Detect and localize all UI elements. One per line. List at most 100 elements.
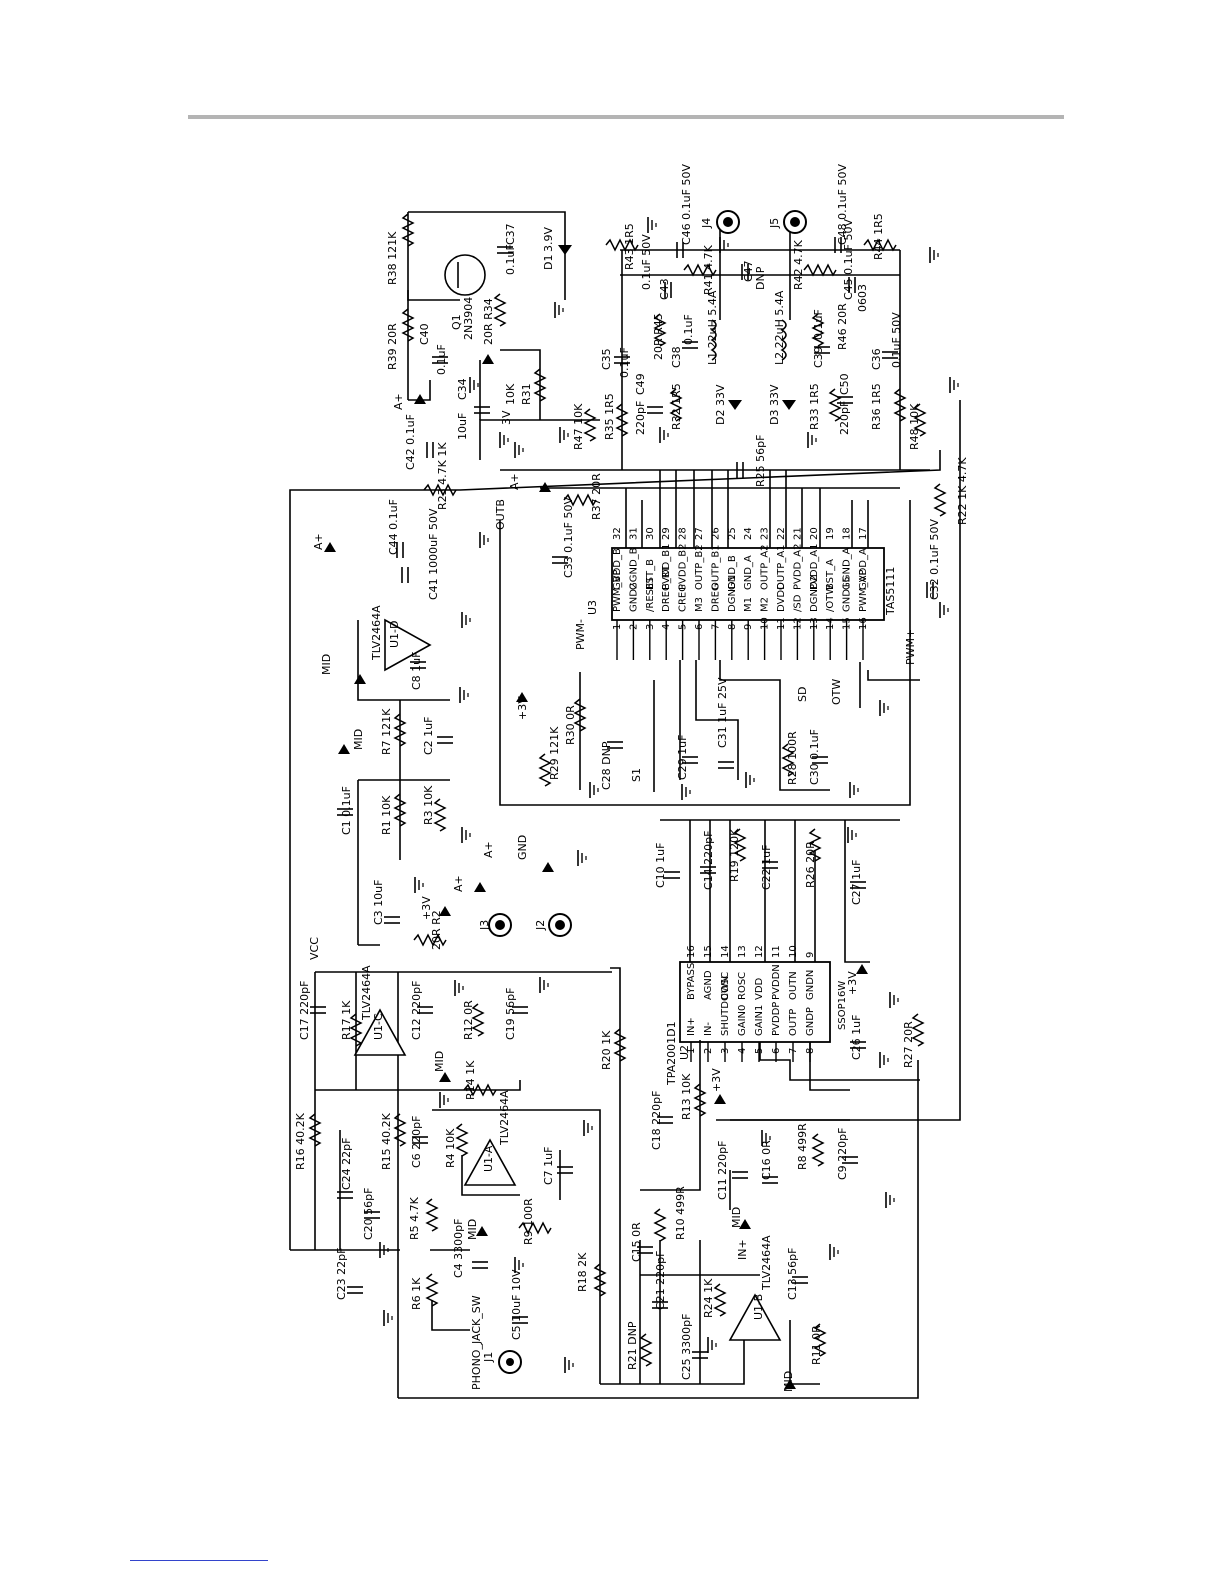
lbl-c13: C13 56pF (786, 1248, 799, 1300)
u2-pin-num: 9 (805, 952, 816, 958)
lbl-c5: C5 10uF 10V (510, 1269, 523, 1340)
lbl-s1: S1 (630, 768, 643, 782)
lbl-c14: C14 220pF (702, 831, 715, 890)
u1a-opamp (463, 1138, 517, 1186)
lbl-c34v: 10uF (456, 413, 469, 440)
u3-pin-right-21: PVDD_A2 (792, 544, 803, 590)
lbl-a-plus-rail: A+ (508, 473, 521, 490)
lbl-r6: R6 1K (410, 1277, 423, 1310)
lbl-c40v: 0.1uF (435, 344, 448, 375)
resistor-symbol (933, 483, 947, 517)
lbl-r23: R23 4.7K 1K (436, 442, 449, 510)
lbl-tlv-b: TLV2464A (760, 1235, 773, 1291)
lbl-c30: C30 0.1uF (808, 729, 821, 785)
u2-pin-right-5: GAIN1 (754, 1005, 765, 1036)
resistor-symbol (593, 1263, 607, 1297)
u3-pin-right-23: OUTP_A2 (760, 544, 771, 590)
footer-link-underline[interactable] (130, 1560, 268, 1561)
u1d-opamp (384, 618, 432, 672)
lbl-c39v: 0.1uF (812, 309, 825, 340)
u3-pin-num: 21 (792, 527, 803, 540)
lbl-c45: C45 0.1uF 50V (842, 219, 855, 300)
lbl-c17: C17 220pF (298, 981, 311, 1040)
u2-package: SSOP16W (837, 981, 848, 1030)
resistor-symbol (455, 1123, 469, 1157)
header-rule (188, 115, 1064, 119)
u3-pin-right-26: OUTP_B1 (710, 544, 721, 590)
lbl-c46: C46 0.1uF 50V (680, 164, 693, 245)
lbl-u1a: U1-A (482, 1145, 495, 1172)
lbl-r21: R21 DNP (626, 1321, 639, 1370)
u3-pin-left-5: CREG (678, 584, 689, 612)
resistor-symbol (713, 1283, 727, 1317)
lbl-d1v: 3.9V (542, 227, 555, 252)
lbl-c33: C33 0.1uF 50V (562, 497, 575, 578)
supply-arrow (542, 862, 554, 872)
lbl-r32: R32 1R5 (670, 383, 683, 430)
u3-pin-left-7: DREG (710, 583, 721, 612)
lbl-d1: D1 (542, 255, 555, 270)
lbl-c10: C10 1uF (654, 843, 667, 888)
lbl-r8: R8 499R (796, 1123, 809, 1170)
resistor-symbol (463, 1083, 497, 1097)
lbl-r1: R1 10K (380, 795, 393, 835)
lbl-r31: R31 (520, 383, 533, 405)
lbl-r16: R16 40.2K (294, 1112, 307, 1170)
lbl-r19: R19 120K (728, 828, 741, 882)
lbl-c23: C23 22pF (335, 1248, 348, 1300)
lbl-r35: R35 1R5 (603, 393, 616, 440)
u3-pin-left-13: DGND2 (809, 575, 820, 612)
u2-pin-num: 11 (771, 945, 782, 958)
lbl-c7: C7 1uF (542, 1147, 555, 1185)
lbl-r47: R47 10K (572, 403, 585, 450)
supply-arrow (476, 1226, 488, 1236)
u3-pin-left-8: DGND1 (727, 575, 738, 612)
lbl-3v: 3V (500, 410, 513, 425)
lbl-c35v: 0.1uF (618, 347, 631, 378)
resistor-symbol (781, 743, 795, 777)
lbl-r42: R42 4.7K (792, 239, 805, 290)
u2-pin-right-7: OUTP (788, 1009, 799, 1036)
resistor-symbol (401, 213, 415, 247)
u3-pin-num: 19 (825, 527, 836, 540)
resistor-symbol (433, 798, 447, 832)
u1c-opamp (353, 1008, 407, 1056)
lbl-l1: L1 22uH 5.4A (706, 290, 719, 365)
supply-arrow (516, 692, 528, 702)
lbl-c32: C32 0.1uF 50V (928, 519, 941, 600)
lbl-r2: 20R R2 (430, 910, 443, 950)
lbl-r28: R28 100R (786, 731, 799, 785)
u3-pin-right-27: OUTP_B2 (694, 544, 705, 590)
supply-arrow (414, 394, 426, 404)
lbl-j2: J2 (534, 920, 547, 931)
u3-pin-num: 23 (760, 527, 771, 540)
u3-pin-num: 30 (645, 527, 656, 540)
lbl-c39: C39 (812, 346, 825, 368)
resistor-symbol (863, 238, 897, 252)
lbl-q1: Q1 (450, 314, 463, 330)
resistor-symbol (693, 1083, 707, 1117)
lbl-pwmm: PWM- (574, 619, 587, 650)
u3-pin-right-17: GVDD_A (858, 548, 869, 590)
u3-pin-left-16: PWM_AP (858, 570, 869, 612)
lbl-r22: R22 1K 4.7K (956, 457, 969, 525)
resistor-symbol (393, 713, 407, 747)
lbl-c24: C24 22pF (340, 1138, 353, 1190)
l2-inductor (780, 319, 787, 361)
u3-pin-left-14: /OTW (825, 585, 836, 612)
resistor-symbol (605, 238, 639, 252)
lbl-c11: C11 220pF (716, 1141, 729, 1200)
lbl-c15: C15 0R (630, 1222, 643, 1262)
lbl-r15: R15 40.2K (380, 1112, 393, 1170)
u3-pin-num: 22 (776, 527, 787, 540)
lbl-r9: R9 100R (522, 1198, 535, 1245)
u3-pin-num: 29 (661, 527, 672, 540)
u3-pin-num: 18 (842, 527, 853, 540)
resistor-symbol (669, 388, 683, 422)
resistor-symbol (813, 1323, 827, 1357)
lbl-outb: OUTB (494, 499, 507, 530)
lbl-r41: R41 4.7K (702, 244, 715, 295)
lbl-a-plus-top: A+ (392, 393, 405, 410)
u3-pin-right-24: GND_A (743, 555, 754, 590)
